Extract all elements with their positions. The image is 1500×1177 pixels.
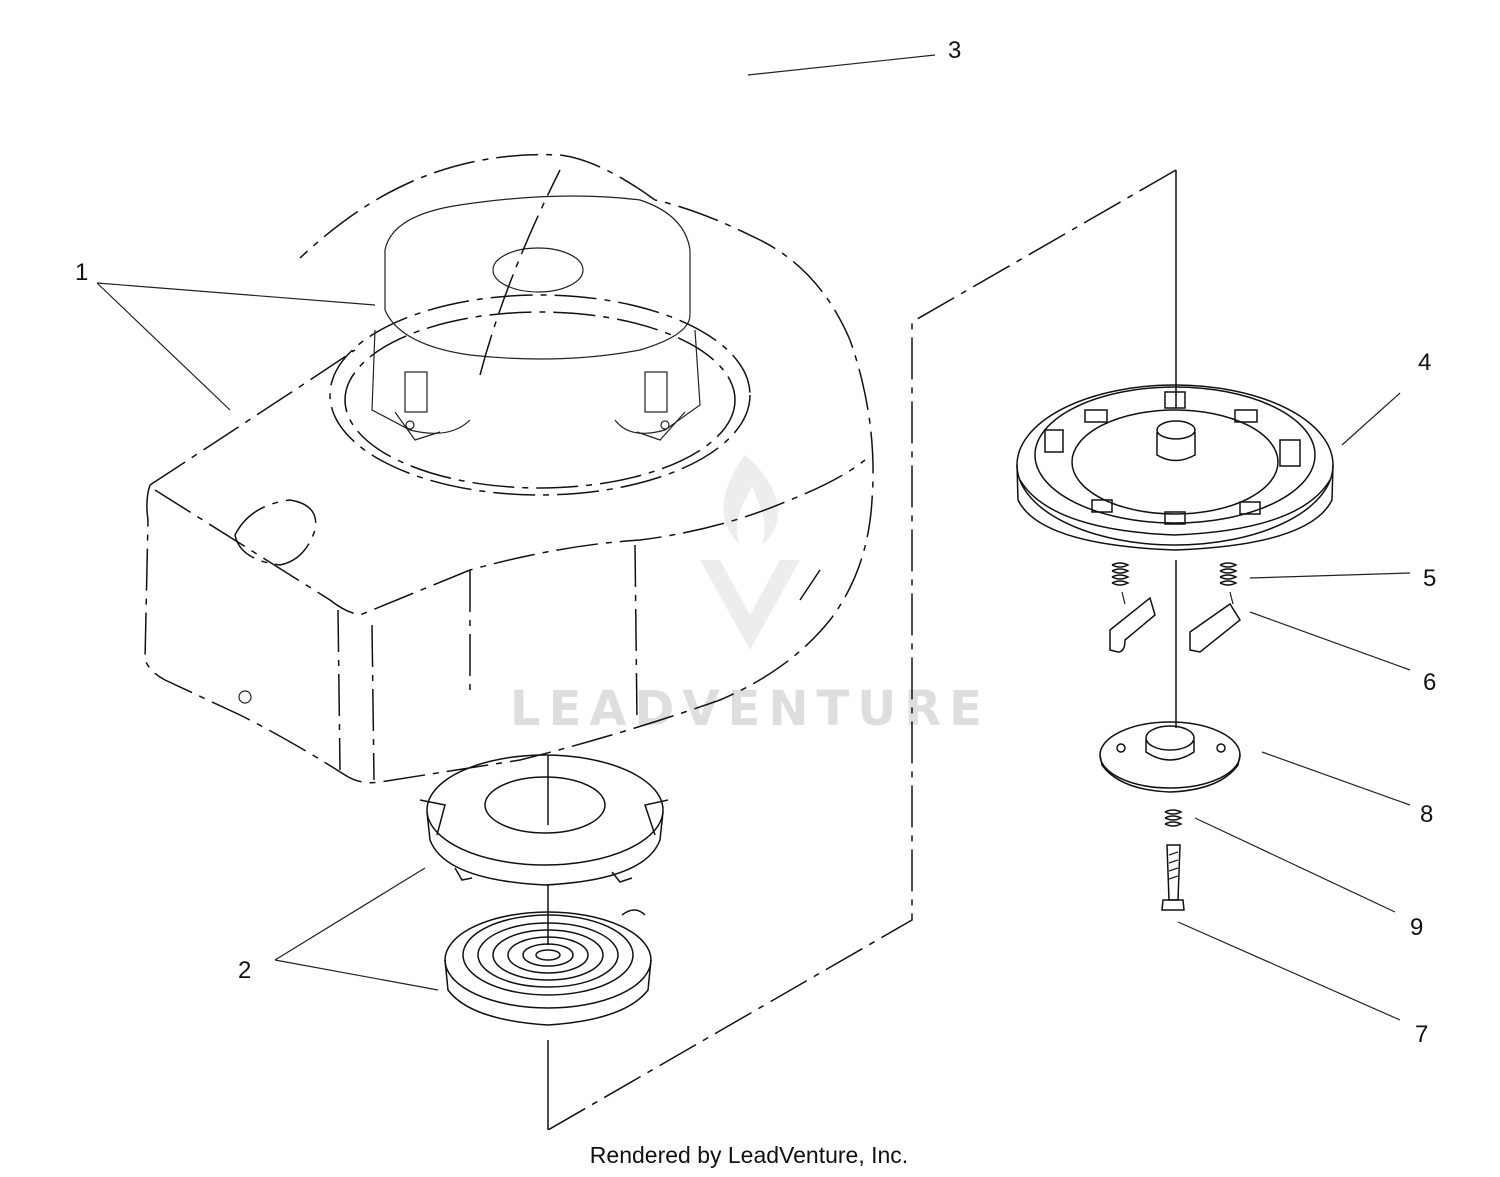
callout-5: 5 [1423, 565, 1436, 592]
leader-lines [96, 54, 1411, 1021]
starter-cup [371, 169, 701, 441]
assembly-lines [547, 169, 1234, 1131]
callout-7: 7 [1415, 1021, 1428, 1048]
callout-3: 3 [948, 37, 961, 64]
callouts: 1 2 3 4 5 6 7 8 9 [75, 37, 1436, 1048]
blower-housing [144, 153, 874, 784]
callout-4: 4 [1418, 349, 1431, 376]
dog-springs [1111, 562, 1238, 586]
retainer-plate [1099, 721, 1241, 793]
callout-2: 2 [238, 957, 251, 984]
callout-6: 6 [1423, 669, 1436, 696]
spring-cover-plate [419, 754, 669, 886]
retainer-screw [1161, 844, 1185, 911]
starter-pulley [1016, 384, 1334, 551]
watermark: LEADVENTURE [510, 455, 990, 737]
callout-9: 9 [1410, 914, 1423, 941]
callout-8: 8 [1420, 801, 1433, 828]
render-credit: Rendered by LeadVenture, Inc. [590, 1142, 908, 1168]
starter-dogs [1109, 596, 1241, 653]
screw-spring [1164, 809, 1183, 827]
callout-1: 1 [75, 259, 88, 286]
watermark-logo-icon [700, 455, 800, 650]
watermark-text: LEADVENTURE [510, 681, 990, 737]
